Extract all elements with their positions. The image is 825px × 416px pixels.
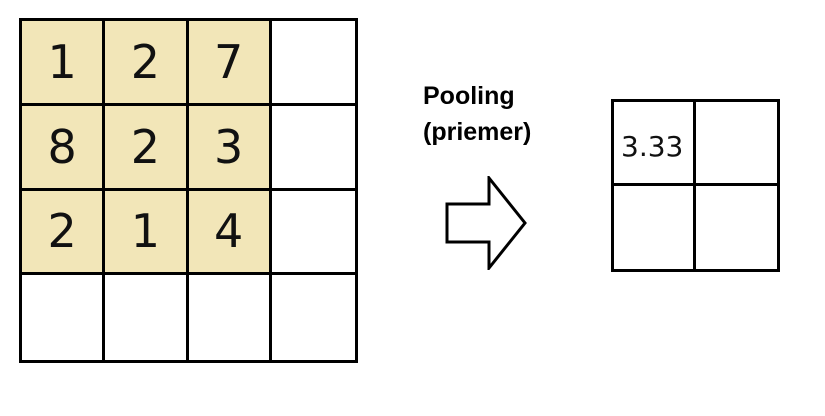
input-cell-r2-c1: 1	[105, 190, 189, 276]
input-cell-r3-c0	[22, 275, 106, 360]
output-cell-r0-c1	[695, 102, 777, 186]
output-cell-r1-c1	[696, 186, 778, 270]
output-grid: 3.33	[611, 99, 780, 272]
output-cell-value: 3.33	[621, 130, 684, 163]
pooling-label: Pooling (priemer)	[423, 78, 531, 150]
input-cell-r3-c3	[272, 275, 355, 360]
input-cell-r0-c0: 1	[22, 21, 106, 106]
pooling-label-line2: (priemer)	[423, 118, 532, 146]
input-cell-r1-c0: 8	[22, 105, 106, 191]
input-cell-r0-c3	[271, 21, 355, 106]
input-cell-r0-c2: 7	[188, 21, 272, 106]
input-cell-r3-c2	[189, 275, 272, 360]
output-cell-r1-c0	[614, 185, 696, 269]
pooling-label-line1: Pooling	[423, 82, 515, 110]
input-cell-r3-c1	[105, 275, 189, 360]
input-cell-r1-c1: 2	[105, 105, 189, 191]
input-cell-r0-c1: 2	[105, 21, 189, 106]
right-arrow-icon	[445, 176, 527, 270]
input-cell-r2-c3	[271, 191, 355, 276]
input-cell-r1-c2: 3	[188, 105, 272, 191]
input-cell-r2-c0: 2	[22, 190, 106, 276]
input-cell-r1-c3	[271, 106, 355, 191]
input-cell-r2-c2: 4	[188, 190, 272, 276]
output-cell-r0-c0: 3.33	[614, 102, 696, 186]
input-grid: 1 2 7 8 2 3 2 1 4	[19, 18, 358, 363]
